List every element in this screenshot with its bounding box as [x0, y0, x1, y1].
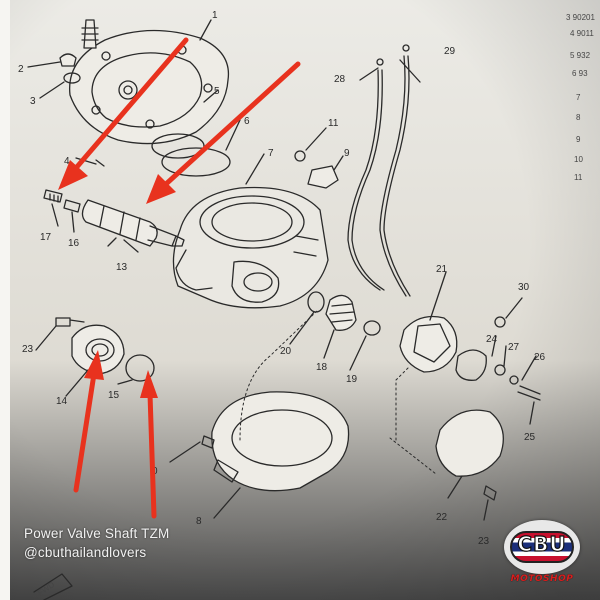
part-number: 27: [508, 342, 520, 353]
cable-28: [351, 69, 385, 291]
part-number: 3: [30, 96, 36, 107]
svg-text:3 90201: 3 90201: [566, 13, 595, 22]
part-number: 19: [346, 374, 358, 385]
part-number: 24: [486, 334, 498, 345]
svg-text:9: 9: [576, 135, 581, 144]
part-number: 13: [116, 262, 128, 273]
arrow-icon: [58, 37, 189, 190]
parts-list-edge: 3 90201 4 9011 5 932 6 93 7 8 9 10 11: [566, 13, 595, 182]
arrow-icon: [146, 61, 301, 204]
shop-logo: CBU MOTOSHOP: [496, 520, 588, 596]
svg-text:5 932: 5 932: [570, 51, 591, 60]
svg-text:4 9011: 4 9011: [570, 29, 594, 38]
part-number: 5: [214, 86, 220, 97]
part-number: 9: [344, 148, 350, 159]
part-number: 8: [196, 516, 202, 527]
svg-text:8: 8: [576, 113, 581, 122]
part-number: 14: [56, 396, 68, 407]
part-number: 18: [316, 362, 328, 373]
part-number: 29: [444, 46, 456, 57]
part-number: 21: [436, 264, 448, 275]
logo-subtext: MOTOSHOP: [510, 574, 574, 584]
part-number: 16: [68, 238, 80, 249]
valve-housing: [71, 324, 125, 375]
part-number: 6: [244, 116, 250, 127]
part-number: 22: [436, 512, 448, 523]
part-number: 11: [328, 118, 339, 129]
part-number: 23: [478, 536, 490, 547]
caption-handle: @cbuthailandlovers: [24, 545, 147, 560]
annotation-arrows: [58, 37, 301, 519]
part-number: 30: [518, 282, 530, 293]
part-number: 17: [40, 232, 52, 243]
svg-text:7: 7: [576, 93, 581, 102]
cylinder-head: [68, 19, 230, 145]
svg-text:6 93: 6 93: [572, 69, 588, 78]
o-ring-6: [161, 147, 231, 177]
part-number: 15: [108, 390, 120, 401]
part-number: 25: [524, 432, 536, 443]
o-ring-15: [125, 354, 155, 382]
cable-29: [383, 55, 411, 297]
arrow-icon: [73, 350, 104, 493]
part-number: 1: [212, 10, 218, 21]
power-valve-shaft: [81, 199, 185, 247]
part-number: 2: [18, 64, 24, 75]
part-number: 4: [64, 156, 70, 167]
arrow-icon: [140, 370, 158, 519]
part-number: 23: [22, 344, 34, 355]
part-number: 28: [334, 74, 346, 85]
part-number: 7: [268, 148, 274, 159]
caption-title: Power Valve Shaft TZM: [24, 526, 170, 541]
part-number: 20: [280, 346, 292, 357]
part-number: 26: [534, 352, 546, 363]
svg-text:11: 11: [574, 173, 583, 182]
cylinder-gasket: [211, 391, 350, 492]
o-ring-5: [151, 133, 205, 159]
svg-text:10: 10: [574, 155, 583, 164]
cylinder: [172, 186, 329, 309]
pulley-cover: [435, 409, 504, 477]
logo-text: CBU: [517, 531, 567, 556]
